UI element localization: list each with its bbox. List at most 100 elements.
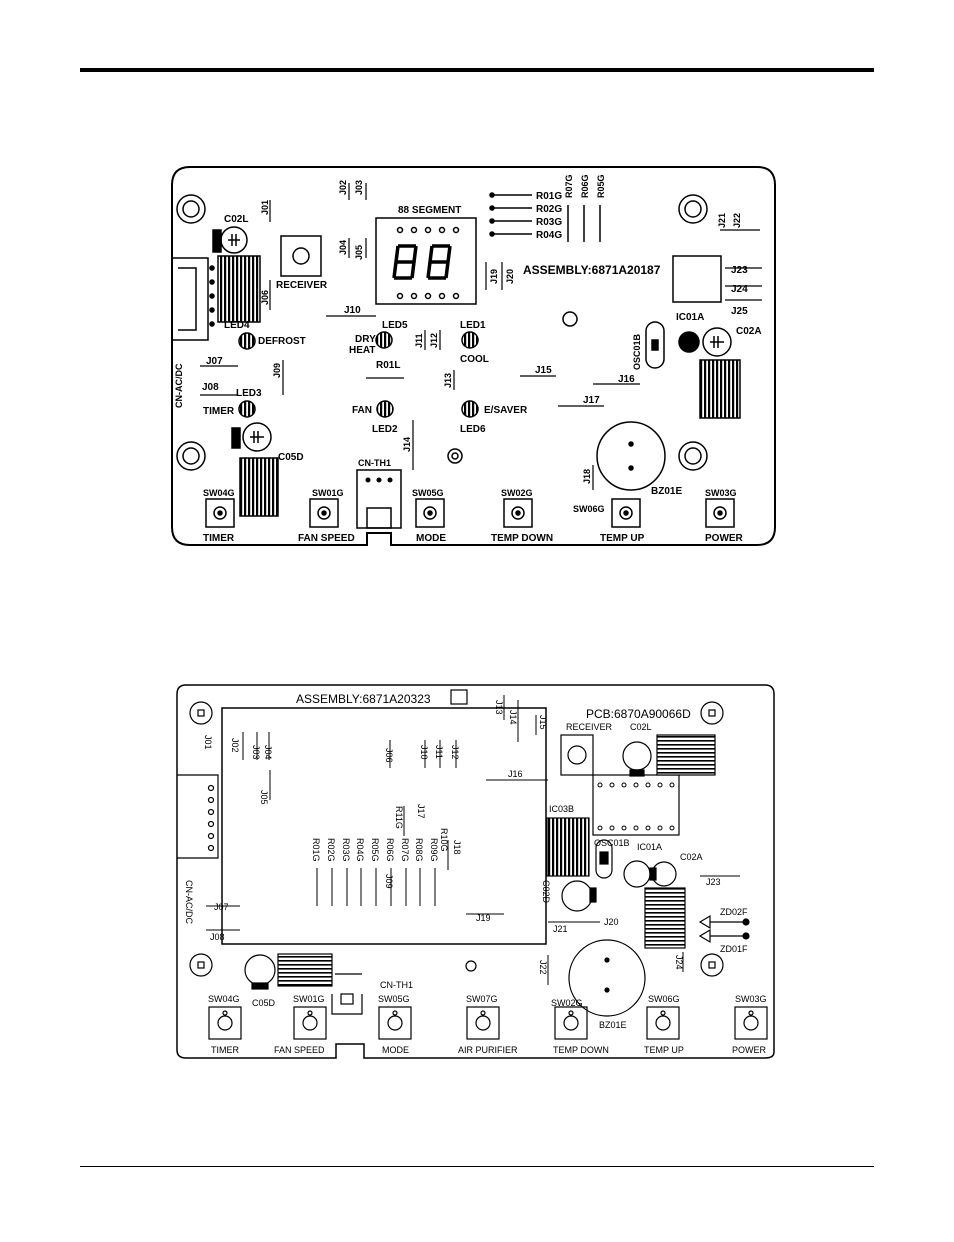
board2-pcb-label: PCB:6870A90066D xyxy=(586,707,691,721)
board2-j23-label: J23 xyxy=(706,877,721,887)
led1-label: LED1 xyxy=(460,320,486,331)
osc01b-label: OSC01B xyxy=(632,333,642,370)
board2-zd02f-label: ZD02F xyxy=(720,907,748,917)
heatsink-bottom-left xyxy=(239,457,279,517)
board2-j08-label: J08 xyxy=(210,932,225,942)
j10-label: J10 xyxy=(344,305,361,316)
board2-zd01f-label: ZD01F xyxy=(720,944,748,954)
j17-label: J17 xyxy=(583,395,600,406)
board2-cn-th1 xyxy=(331,973,363,1015)
receiver-label: RECEIVER xyxy=(276,280,328,291)
board2-j22-label: J22 xyxy=(538,960,548,975)
j11-label: J11 xyxy=(414,333,424,348)
sw05g-label: MODE xyxy=(416,533,446,544)
board2-j11-label: J11 xyxy=(434,745,444,759)
board2-cn-acdc xyxy=(177,774,219,859)
board2-outline xyxy=(176,684,775,1059)
c02a-label: C02A xyxy=(736,326,762,337)
r03g-label: R03G xyxy=(536,217,562,228)
switch-sw02g xyxy=(503,498,533,528)
c05d-label: C05D xyxy=(278,452,304,463)
board2-sw05g-id: SW05G xyxy=(378,994,410,1004)
footer-rule xyxy=(80,1166,874,1167)
board2-c02l-label: C02L xyxy=(630,722,652,732)
switch2-sw06g xyxy=(646,1006,680,1040)
jumper-lines xyxy=(200,183,762,490)
led4-label: LED4 xyxy=(224,320,250,331)
r04g-label: R04G xyxy=(536,230,562,241)
j21-label: J21 xyxy=(717,213,727,228)
board2-resistor-bank xyxy=(316,806,449,906)
led6-label: LED6 xyxy=(460,424,486,435)
j03-label: J03 xyxy=(354,180,364,195)
board2-j12-label: J12 xyxy=(450,745,460,760)
board2-r11g-label: R11G xyxy=(394,806,404,829)
board2-j19-label: J19 xyxy=(476,913,491,923)
board2-ic-pins xyxy=(597,782,675,831)
resistor-bank-top xyxy=(489,192,601,242)
sw06g-id: SW06G xyxy=(573,504,605,514)
board2-r04g-label: R04G xyxy=(355,838,365,862)
switch-sw05g xyxy=(415,498,445,528)
dry-label: DRY xyxy=(355,334,376,345)
board2-capacitors xyxy=(244,741,677,990)
board2-j20-label: J20 xyxy=(604,917,619,927)
board2-j10-label: J10 xyxy=(419,745,429,760)
board2-j04-label: J04 xyxy=(263,745,273,760)
r05g-label: R05G xyxy=(596,174,606,198)
board2-receiver xyxy=(560,734,594,776)
board2-j17-label: J17 xyxy=(416,804,426,819)
board2-r06g-label: R06G xyxy=(385,838,395,862)
board2-j02-label: J02 xyxy=(230,738,240,753)
board2-j18-label: J18 xyxy=(452,840,462,855)
defrost-label: DEFROST xyxy=(258,336,306,347)
board2-r09g-label: R09G xyxy=(429,838,439,862)
timer-led-label: TIMER xyxy=(203,406,235,417)
board2-mounting-holes xyxy=(189,701,724,977)
board2-heatsink-top xyxy=(656,734,716,776)
seven-segment-display xyxy=(375,217,477,305)
board2-j06-label: J06 xyxy=(384,748,394,763)
switch-sw01g xyxy=(309,498,339,528)
switch2-sw01g xyxy=(293,1006,327,1040)
board2-c02d-label: C02D xyxy=(541,880,551,904)
board2-sw03g-label: POWER xyxy=(732,1045,767,1055)
buzzer-bz01e xyxy=(596,421,666,491)
sw01g-label: FAN SPEED xyxy=(298,533,355,544)
c02l-label: C02L xyxy=(224,214,248,225)
sw05g-id: SW05G xyxy=(412,488,444,498)
board2-j15-label: J15 xyxy=(538,715,548,730)
r01g-label: R01G xyxy=(536,191,562,202)
board2-r02g-label: R02G xyxy=(326,838,336,862)
switch2-sw02g xyxy=(554,1006,588,1040)
led-markers xyxy=(238,331,479,418)
sw06g-label: TEMP UP xyxy=(600,533,645,544)
board2-assembly-label: ASSEMBLY:6871A20323 xyxy=(296,692,431,706)
board2-j01-label: J01 xyxy=(203,735,213,750)
board1-switches xyxy=(205,498,735,528)
board1-outline xyxy=(171,166,776,546)
bz01e-label: BZ01E xyxy=(651,486,682,497)
board2-j16-label: J16 xyxy=(508,769,523,779)
board2-sw05g-label: MODE xyxy=(382,1045,409,1055)
switch2-sw03g xyxy=(734,1006,768,1040)
board2-sw01g-id: SW01G xyxy=(293,994,325,1004)
led3-label: LED3 xyxy=(236,388,262,399)
pcb-board-1 xyxy=(171,166,776,546)
board2-sw04g-id: SW04G xyxy=(208,994,240,1004)
board2-sw02g-label: TEMP DOWN xyxy=(553,1045,609,1055)
board2-assembly-box xyxy=(450,689,468,705)
board2-switches xyxy=(208,1006,768,1040)
board2-sw01g-label: FAN SPEED xyxy=(274,1045,325,1055)
r01l-label: R01L xyxy=(376,360,400,371)
j25-label: J25 xyxy=(731,306,748,317)
board2-buzzer xyxy=(568,939,646,1017)
board2-ic01a-label: IC01A xyxy=(637,842,662,852)
j15-label: J15 xyxy=(535,365,552,376)
board2-sw02g-id: SW02G xyxy=(551,998,583,1008)
board2-cn-acdc-label: CN-AC/DC xyxy=(184,880,194,924)
segment-label: 88 SEGMENT xyxy=(398,205,461,216)
board2-osc01b-label: OSC01B xyxy=(594,838,630,848)
board2-sw06g-label: TEMP UP xyxy=(644,1045,684,1055)
esaver-label: E/SAVER xyxy=(484,405,528,416)
